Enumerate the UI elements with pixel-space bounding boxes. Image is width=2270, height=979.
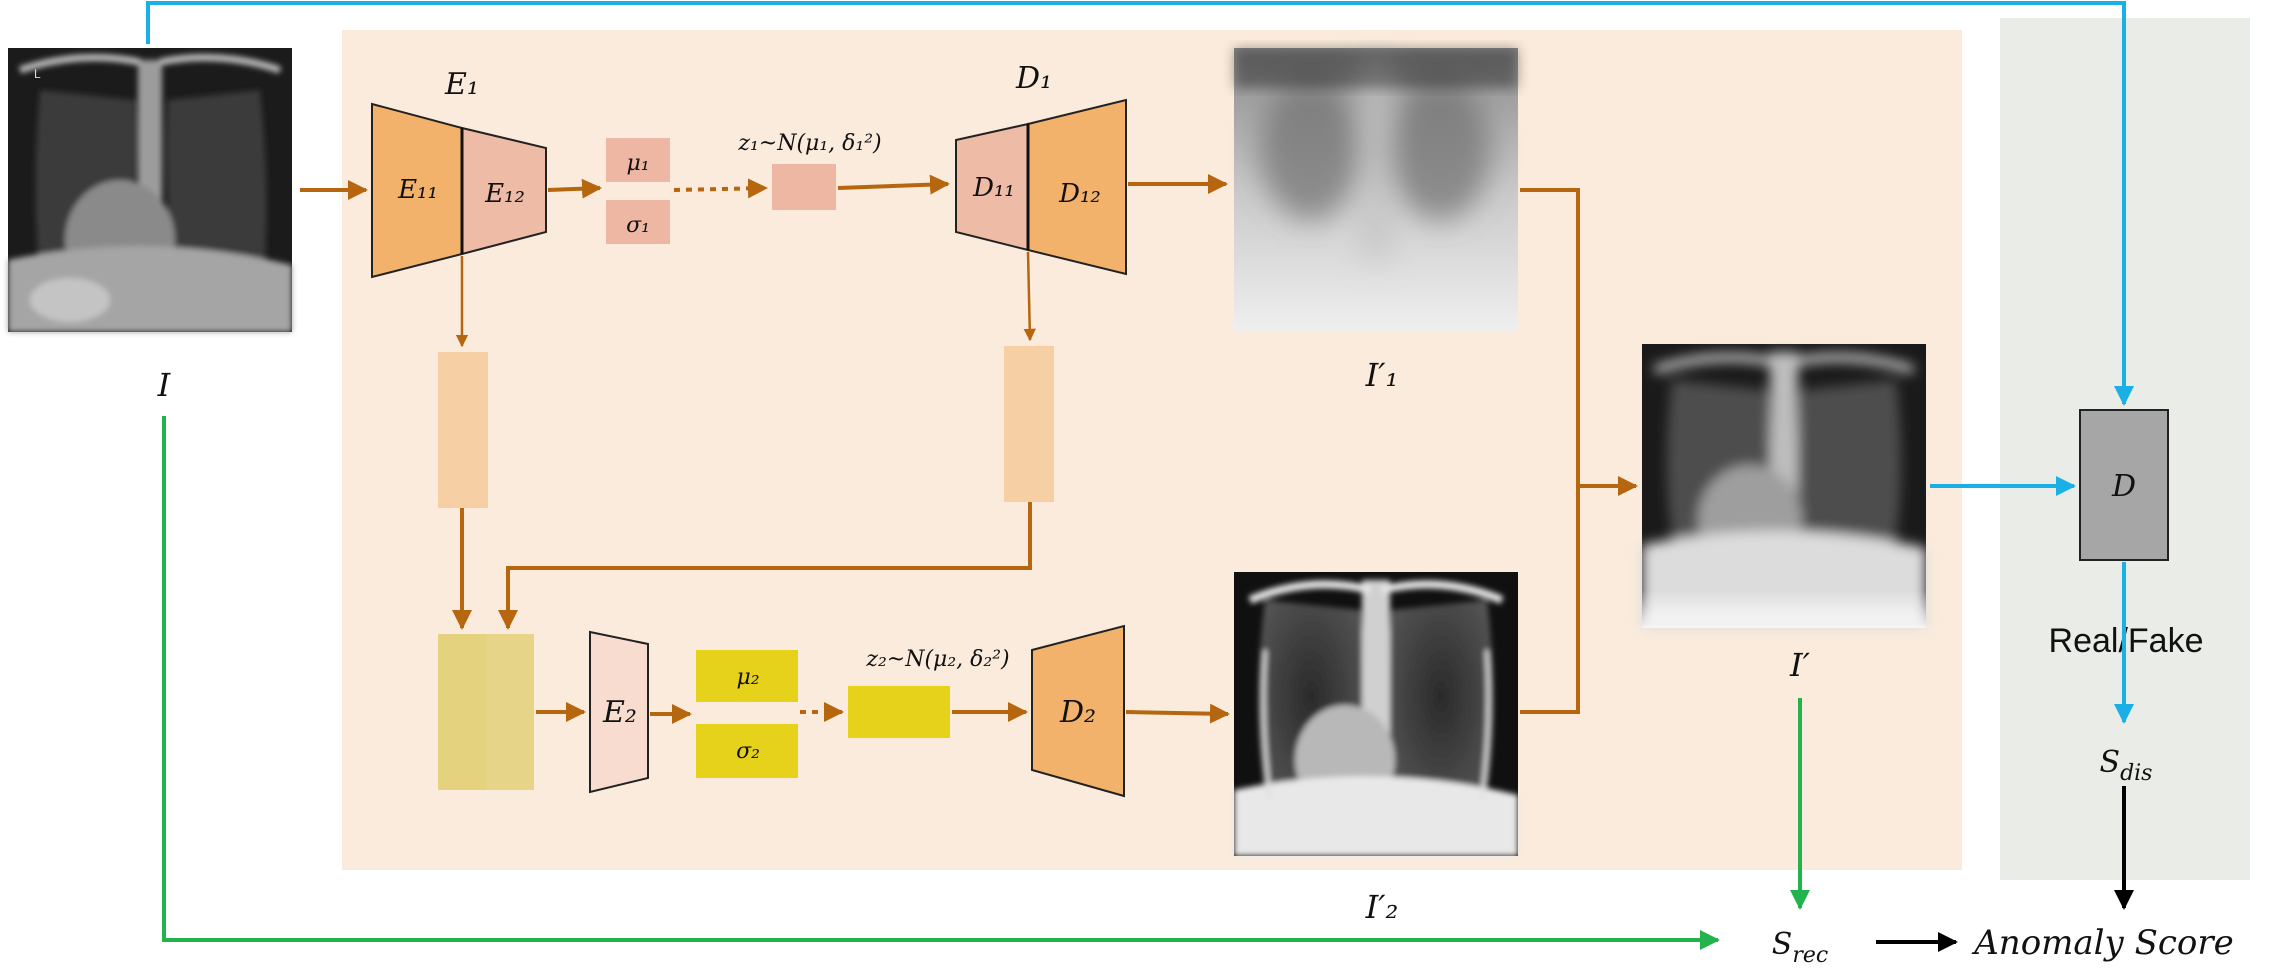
decoder-d2-block	[1031, 624, 1125, 798]
mu1-block	[606, 138, 670, 182]
green-flow-arrows	[162, 416, 1810, 950]
sigma2-block	[696, 724, 798, 778]
recon1-xray-image	[1234, 48, 1518, 332]
mu2-label: μ₂	[736, 665, 759, 690]
mu1-label: μ₁	[626, 151, 649, 176]
mu2-block	[696, 650, 798, 702]
encoder-skip-feature	[438, 352, 488, 508]
concat-feature-right	[486, 634, 534, 790]
recon2-xray-image	[1234, 572, 1518, 856]
z1-block	[772, 164, 836, 210]
decoder-d1	[955, 98, 1127, 276]
e11-label: E₁₁	[397, 175, 438, 205]
anomaly-score-label: Anomaly Score	[1971, 923, 2234, 963]
decoder-skip-feature	[1004, 346, 1054, 502]
d1-label: D₁	[1015, 61, 1052, 96]
concat-feature-left	[438, 634, 486, 790]
e1-label: E₁	[444, 67, 479, 102]
final-xray-image	[1642, 344, 1926, 628]
d12-label: D₁₂	[1058, 179, 1101, 209]
s-rec-label: Srec	[1772, 927, 1828, 968]
encoder-e1	[371, 102, 547, 279]
sigma1-block	[606, 200, 670, 244]
encoder-e2-block	[589, 630, 649, 794]
brown-flow-arrows	[300, 174, 1638, 724]
i1prime-label: I′₁	[1365, 356, 1399, 394]
s-dis-label: Sdis	[2100, 745, 2153, 786]
z1-label: z₁~N(μ₁, δ₁²)	[737, 131, 881, 156]
input-label: I	[157, 366, 172, 404]
e12-label: E₁₂	[484, 179, 525, 209]
discriminator-block	[2079, 409, 2169, 561]
input-xray-image: L	[8, 48, 292, 332]
sigma2-label: σ₂	[736, 739, 760, 764]
black-flow-arrows	[1876, 786, 2134, 952]
d11-label: D₁₁	[972, 173, 1015, 203]
sigma1-label: σ₁	[626, 213, 650, 238]
discriminator-label: D	[2111, 469, 2136, 504]
z2-label: z₂~N(μ₂, δ₂²)	[865, 647, 1009, 672]
e2-label: E₂	[602, 695, 637, 730]
z2-block	[848, 686, 950, 738]
blue-flow-arrows	[146, 1, 2134, 724]
svg-text:L: L	[34, 67, 41, 81]
i2prime-label: I′₂	[1365, 888, 1399, 926]
d2-label: D₂	[1059, 695, 1096, 730]
iprime-label: I′	[1789, 646, 1811, 684]
